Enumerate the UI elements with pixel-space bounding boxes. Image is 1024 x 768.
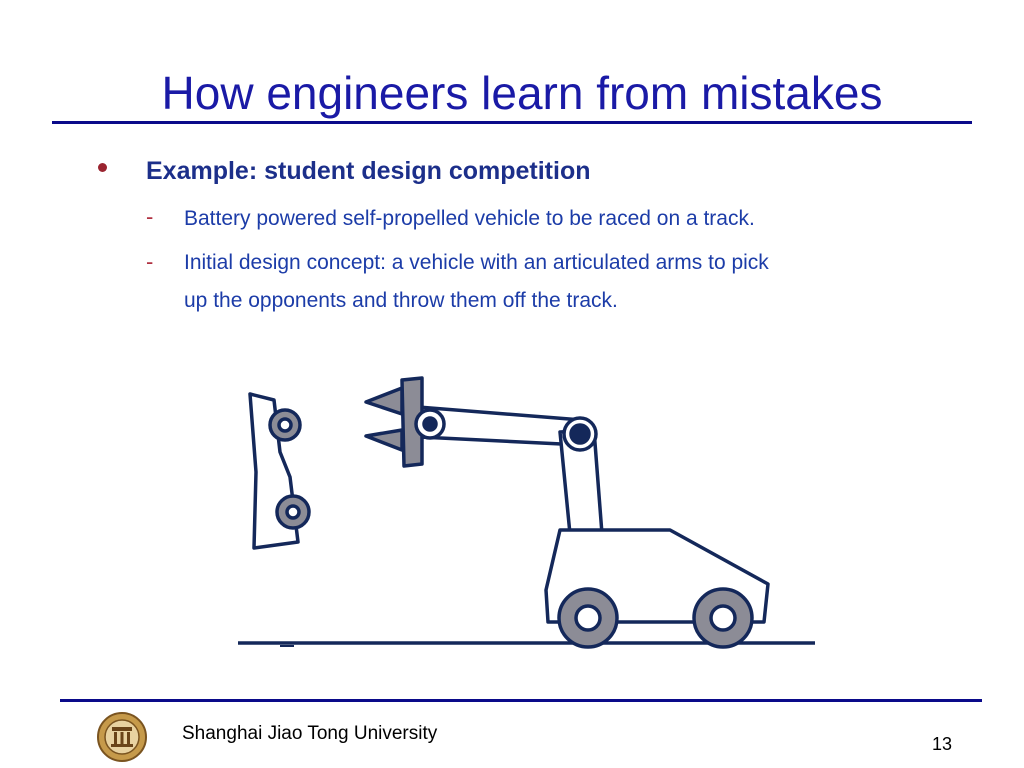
page-number: 13 — [932, 734, 953, 754]
footer-divider — [60, 699, 982, 702]
sub-bullet-marker: - — [146, 204, 154, 229]
title-divider — [52, 121, 972, 124]
sub-bullet-2-line-1: Initial design concept: a vehicle with a… — [184, 251, 769, 274]
university-seal-icon — [97, 712, 147, 762]
opponent-wheel-bottom — [275, 494, 311, 530]
sub-bullet-marker: - — [146, 249, 154, 274]
sub-bullet-2-text: Initial design concept: a vehicle with a… — [184, 244, 769, 320]
vehicle-wheel-rear — [557, 587, 619, 649]
main-bullet-text: Example: student design competition — [146, 157, 591, 185]
vehicle-wheel-front — [692, 587, 754, 649]
gripper-plate — [400, 376, 424, 468]
elbow-joint — [562, 416, 598, 452]
gripper-claw-bottom — [364, 428, 404, 452]
gripper-joint — [414, 408, 446, 440]
slide-title: How engineers learn from mistakes — [161, 67, 883, 119]
gripper-claw-top — [364, 386, 404, 416]
footer-institution: Shanghai Jiao Tong University — [182, 723, 438, 744]
vehicle-arm-illustration — [238, 376, 815, 649]
bullet-dot-icon — [98, 163, 107, 172]
sub-bullet-1-text: Battery powered self-propelled vehicle t… — [184, 207, 755, 230]
opponent-wheel-top — [268, 408, 302, 442]
sub-bullet-2-line-2: up the opponents and throw them off the … — [184, 289, 618, 312]
